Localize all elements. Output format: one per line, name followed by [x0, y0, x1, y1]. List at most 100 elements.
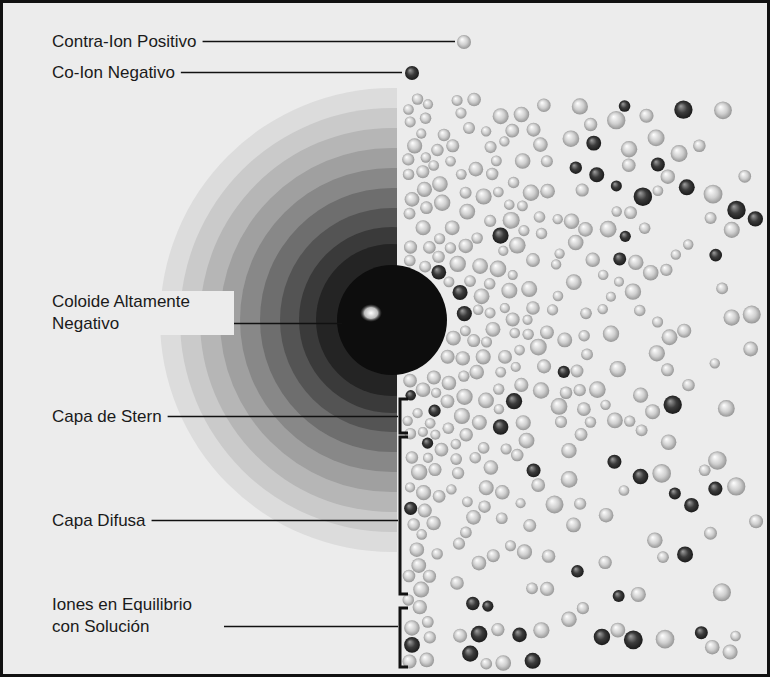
co-ion: [613, 252, 626, 265]
counter-ion: [404, 620, 419, 635]
counter-ion: [628, 255, 643, 270]
counter-ion: [566, 517, 581, 532]
counter-ion: [445, 156, 456, 167]
counter-ion: [405, 482, 415, 492]
counter-ion: [514, 378, 528, 392]
counter-ion: [519, 433, 535, 449]
counter-ion: [484, 215, 496, 227]
counter-ion: [420, 201, 433, 214]
counter-ion: [456, 169, 467, 180]
counter-ion: [416, 529, 427, 540]
counter-ion: [622, 158, 636, 172]
co-ion: [611, 180, 622, 191]
co-ion: [558, 366, 570, 378]
counter-ion: [523, 519, 536, 532]
co-ion: [431, 265, 446, 280]
counter-ion: [553, 291, 564, 302]
counter-ion: [467, 93, 481, 107]
counter-ion: [541, 155, 553, 167]
counter-ion: [405, 116, 416, 127]
potential-ring: [260, 188, 397, 452]
counter-ion: [413, 600, 427, 614]
counter-ion-sample: [457, 35, 471, 49]
counter-ion: [561, 612, 576, 627]
co-ion: [684, 498, 699, 513]
counter-ion: [554, 248, 564, 258]
counter-ion: [446, 484, 456, 494]
co-ion: [748, 211, 763, 226]
counter-ion: [551, 259, 561, 269]
counter-ion: [413, 582, 429, 598]
counter-ion: [485, 141, 497, 153]
counter-ion: [472, 556, 487, 571]
counter-ion: [506, 312, 520, 326]
co-ion: [457, 306, 472, 321]
counter-ion: [693, 139, 706, 152]
counter-ion: [491, 155, 502, 166]
counter-ion: [501, 283, 517, 299]
counter-ion: [610, 361, 626, 377]
counter-ion: [416, 220, 431, 235]
counter-ion: [431, 144, 443, 156]
counter-ion: [660, 264, 672, 276]
counter-ion: [407, 138, 422, 153]
counter-ion: [526, 301, 540, 315]
counter-ion: [411, 558, 426, 573]
co-ion: [512, 628, 527, 643]
counter-ion: [716, 283, 728, 295]
counter-ion: [661, 434, 677, 450]
counter-ion: [553, 214, 563, 224]
co-ion: [674, 101, 692, 119]
counter-ion: [614, 277, 624, 287]
counter-ion: [403, 169, 414, 180]
counter-ion: [425, 418, 436, 429]
counter-ion: [634, 305, 645, 316]
counter-ion: [469, 365, 484, 380]
counter-ion: [599, 508, 614, 523]
potential-ring: [280, 208, 397, 432]
counter-ion: [406, 451, 419, 464]
counter-ion: [568, 235, 584, 251]
counter-ion: [495, 655, 511, 671]
counter-ion: [547, 304, 558, 315]
counter-ion: [462, 496, 473, 507]
counter-ion: [508, 270, 518, 280]
counter-ion: [743, 306, 761, 324]
counter-ion: [534, 211, 546, 223]
counter-ion: [621, 141, 637, 157]
counter-ion: [574, 498, 586, 510]
counter-ion: [495, 367, 506, 378]
counter-ion: [418, 504, 432, 518]
counter-ion: [423, 453, 433, 463]
counter-ion: [438, 129, 450, 141]
counter-ion: [542, 549, 555, 562]
counter-ion: [505, 124, 519, 138]
counter-ion: [458, 239, 473, 254]
co-ion: [471, 626, 488, 643]
potential-ring: [299, 227, 397, 413]
counter-ion: [430, 430, 440, 440]
counter-ion: [416, 485, 431, 500]
co-ion: [589, 167, 604, 182]
counter-ion: [633, 388, 648, 403]
counter-ion: [606, 292, 616, 302]
counter-ion: [503, 212, 520, 229]
counter-ion: [724, 222, 740, 238]
counter-ion: [433, 490, 446, 503]
counter-ion: [610, 623, 625, 638]
counter-ion: [724, 309, 740, 325]
counter-ion: [600, 221, 617, 238]
counter-ion: [705, 640, 720, 655]
counter-ion: [577, 602, 589, 614]
counter-ion: [612, 206, 622, 216]
counter-ion: [486, 168, 498, 180]
counter-ion: [563, 130, 580, 147]
counter-ion: [452, 467, 464, 479]
counter-ion: [574, 384, 586, 396]
counter-ion: [714, 101, 732, 119]
counter-ion: [418, 427, 428, 437]
counter-ion: [403, 416, 413, 426]
co-ion-label: Co-Ion Negativo: [50, 62, 177, 84]
